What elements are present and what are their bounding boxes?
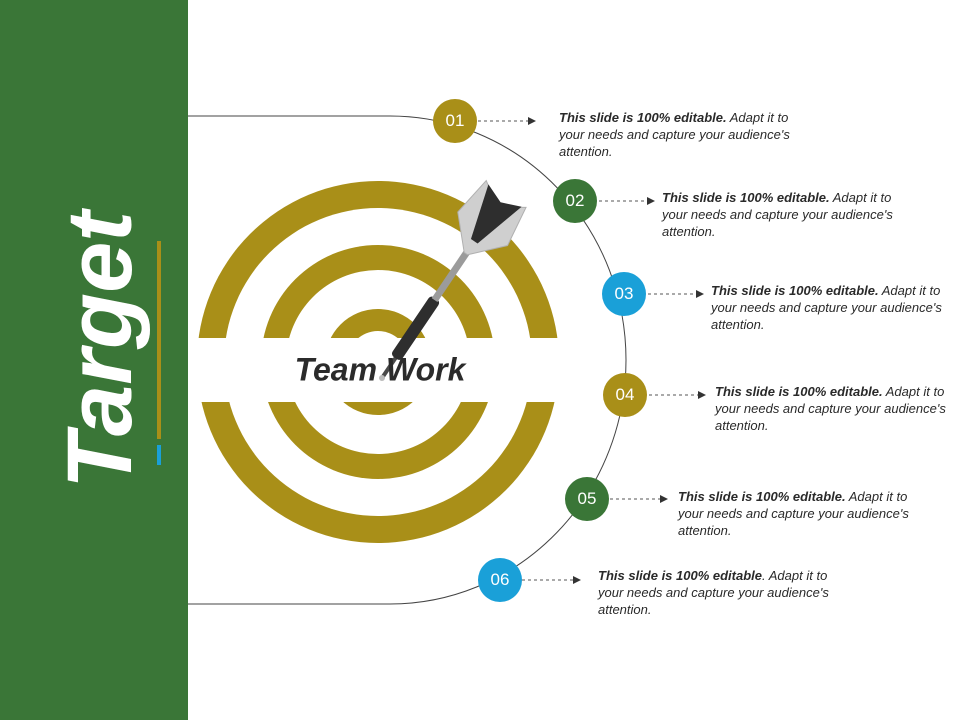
title-accent-bar-gold (157, 241, 161, 439)
step-03-text: Adapt it to your needs and capture your … (711, 283, 942, 332)
step-04-text: Adapt it to your needs and capture your … (715, 384, 946, 433)
step-01-badge: 01 (433, 99, 477, 143)
sidebar-panel (0, 0, 188, 720)
step-05-badge: 05 (565, 477, 609, 521)
dart-tip (379, 375, 385, 381)
step-01-bold: This slide is 100% editable. (559, 110, 727, 125)
step-06-description: This slide is 100% editable. Adapt it to… (598, 567, 848, 618)
step-06-badge: 06 (478, 558, 522, 602)
step-06-text: . Adapt it to your needs and capture you… (598, 568, 829, 617)
step-04-description: This slide is 100% editable. Adapt it to… (715, 383, 960, 434)
step-05-text: Adapt it to your needs and capture your … (678, 489, 909, 538)
target-icon (192, 181, 564, 543)
title-accent-bar-blue (157, 445, 161, 465)
step-01-description: This slide is 100% editable. Adapt it to… (559, 109, 809, 160)
step-02-badge: 02 (553, 179, 597, 223)
step-06-bold: This slide is 100% editable (598, 568, 763, 583)
step-02-bold: This slide is 100% editable. (662, 190, 830, 205)
center-label: Team Work (294, 351, 466, 388)
step-02-text: Adapt it to your needs and capture your … (662, 190, 893, 239)
step-03-description: This slide is 100% editable. Adapt it to… (711, 282, 960, 333)
step-04-bold: This slide is 100% editable. (715, 384, 883, 399)
dart-icon (380, 179, 527, 380)
step-01-text: Adapt it to your needs and capture your … (559, 110, 790, 159)
step-05-bold: This slide is 100% editable. (678, 489, 846, 504)
step-05-description: This slide is 100% editable. Adapt it to… (678, 488, 928, 539)
step-04-badge: 04 (603, 373, 647, 417)
step-02-description: This slide is 100% editable. Adapt it to… (662, 189, 912, 240)
step-03-bold: This slide is 100% editable. (711, 283, 879, 298)
step-03-badge: 03 (602, 272, 646, 316)
